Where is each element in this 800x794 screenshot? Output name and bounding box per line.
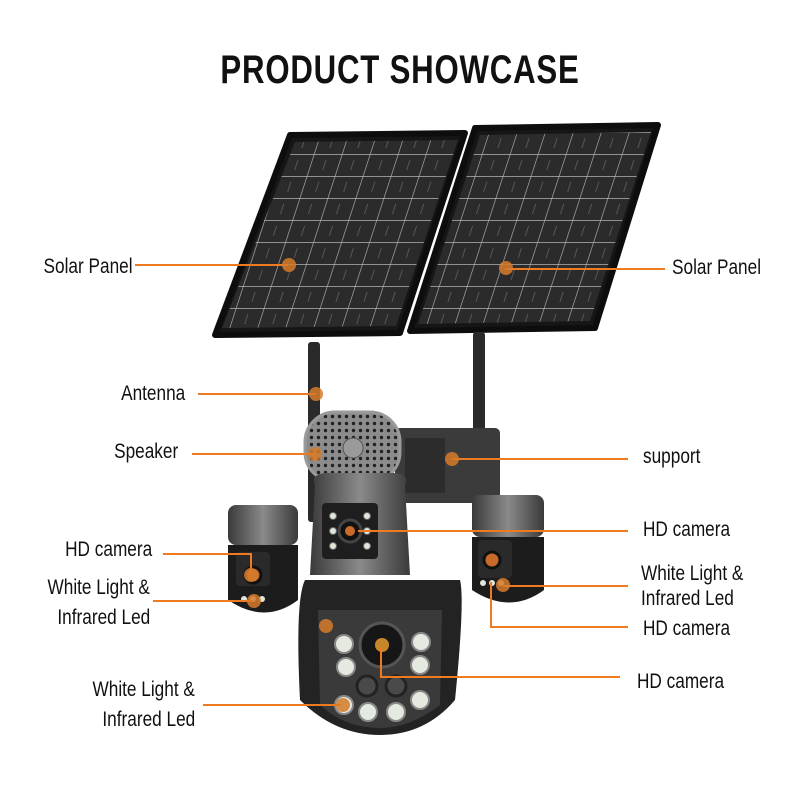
leader-solar-panel-right <box>505 268 665 270</box>
label-white-light-left-1: White Light & <box>47 576 150 599</box>
label-hd-camera-main: HD camera <box>637 670 725 693</box>
marker-white-light-bottom <box>336 698 350 712</box>
leader-hd-camera-main-v <box>380 648 382 678</box>
leader-hd-camera-top-center <box>358 530 628 532</box>
marker-white-light-right <box>496 578 510 592</box>
label-hd-camera-left: HD camera <box>64 538 152 561</box>
leader-hd-camera-left-h <box>163 553 252 555</box>
label-white-light-bottom-2: Infrared Led <box>102 708 195 731</box>
label-speaker: Speaker <box>113 440 178 463</box>
label-white-light-bottom-1: White Light & <box>92 678 195 701</box>
leader-hd-camera-left-v <box>250 553 252 575</box>
label-solar-panel-left: Solar Panel <box>43 255 133 278</box>
leader-white-light-right <box>503 585 628 587</box>
marker-solar-panel-right <box>499 261 513 275</box>
leader-hd-camera-right-h <box>490 626 628 628</box>
label-solar-panel-right: Solar Panel <box>672 256 762 279</box>
page-title: PRODUCT SHOWCASE <box>220 48 580 92</box>
marker-support <box>445 452 459 466</box>
right-side-camera <box>472 495 544 603</box>
label-white-light-right-1: White Light & <box>641 562 744 585</box>
marker-hd-camera-left <box>244 568 258 582</box>
leader-white-light-bottom <box>203 704 341 706</box>
leader-speaker <box>192 453 314 455</box>
leader-antenna <box>198 393 316 395</box>
solar-panel-left <box>212 130 468 338</box>
leader-white-light-left <box>153 600 253 602</box>
marker-main-body <box>319 619 333 633</box>
marker-solar-panel-left <box>282 258 296 272</box>
marker-antenna <box>309 387 323 401</box>
leader-hd-camera-right-v <box>490 582 492 628</box>
marker-speaker <box>308 447 322 461</box>
solar-panel-right <box>407 122 661 334</box>
label-hd-camera-top-center: HD camera <box>643 518 731 541</box>
label-hd-camera-right: HD camera <box>643 617 731 640</box>
leader-solar-panel-left <box>135 264 288 266</box>
label-white-light-right-2: Infrared Led <box>641 587 734 610</box>
leader-support <box>452 458 628 460</box>
marker-white-light-left <box>247 594 261 608</box>
leader-hd-camera-main-h <box>380 676 620 678</box>
label-antenna: Antenna <box>120 382 185 405</box>
label-support: support <box>643 445 701 468</box>
left-side-camera <box>228 505 298 613</box>
label-white-light-left-2: Infrared Led <box>57 606 150 629</box>
